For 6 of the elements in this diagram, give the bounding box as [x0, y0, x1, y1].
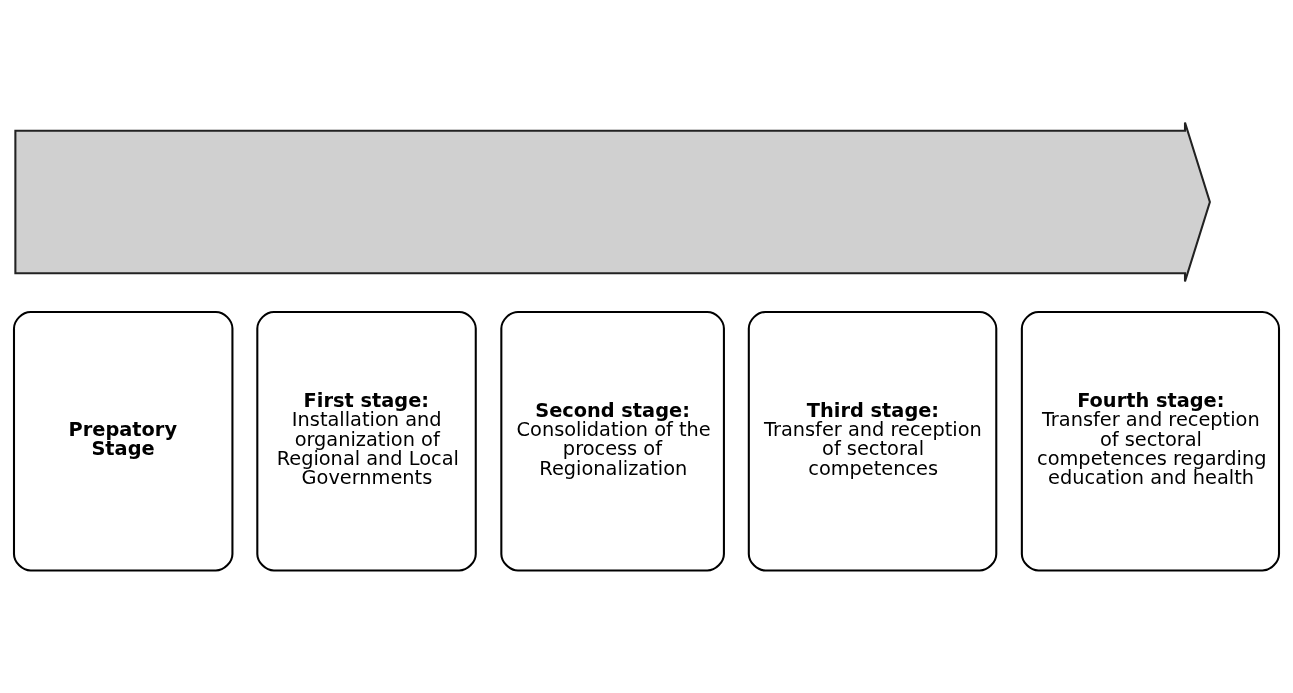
node-box: Second stage: Consolidation of the process of Regionalization [500, 310, 725, 572]
node-box: Prepatory Stage [12, 310, 234, 572]
node-arrow [14, 121, 1211, 283]
node-box: Fourth stage: Transfer and reception of sectoral competences regarding education and health [1020, 310, 1281, 572]
node-box: Third stage: Transfer and reception of sectoral competences [747, 310, 998, 572]
node-box: First stage: Installation and organization of Regional and Local Governments [256, 310, 477, 572]
